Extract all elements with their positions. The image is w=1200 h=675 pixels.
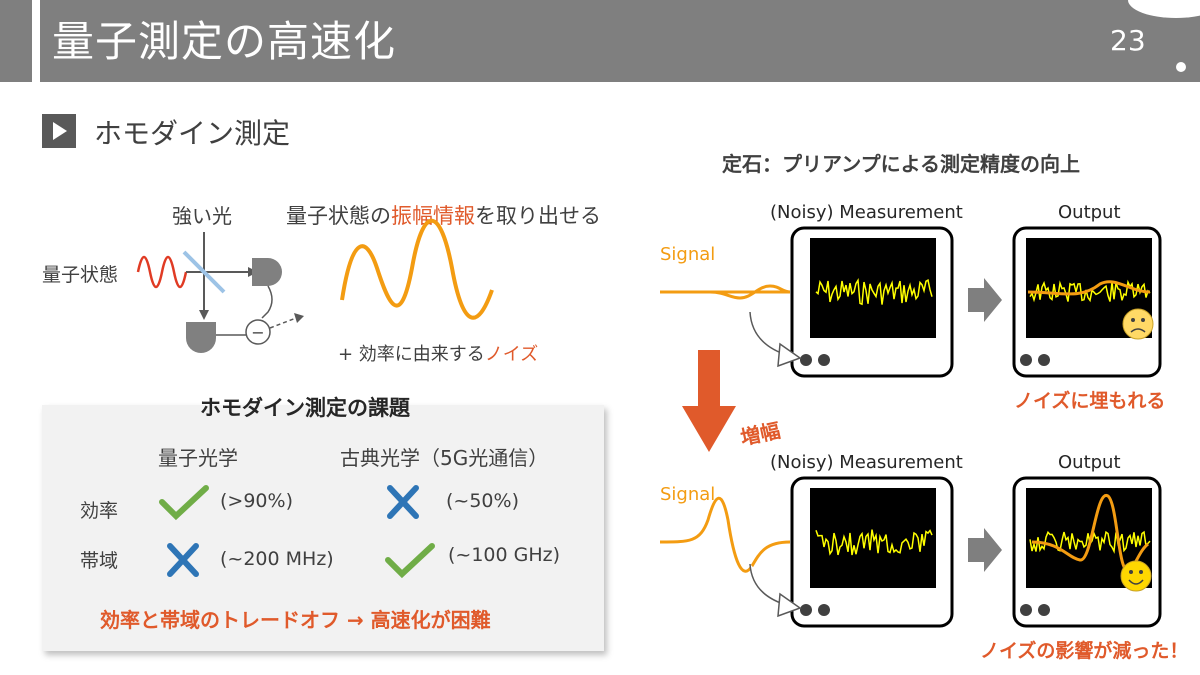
preamp-diagram: [659, 226, 1162, 628]
detector-2: [186, 322, 216, 353]
check-icon: [385, 543, 435, 579]
amplitude-caption: 量子状態の振幅情報を取り出せる: [286, 200, 601, 230]
top-result-text: ノイズに埋もれる: [1014, 390, 1166, 412]
knob-icon: [818, 354, 830, 366]
happy-face-icon: [1120, 560, 1152, 592]
play-icon: [42, 114, 76, 148]
check-icon: [159, 485, 209, 521]
knob-icon: [1038, 354, 1050, 366]
bandwidth-classical-value: (~100 GHz): [448, 544, 561, 566]
challenge-title: ホモダイン測定の課題: [200, 396, 410, 420]
top-output-signal: [1027, 280, 1151, 296]
noise-caption: + 効率に由来するノイズ: [338, 340, 538, 366]
cross-icon: [167, 543, 199, 577]
col-classical-header: 古典光学（5G光通信）: [340, 446, 549, 470]
detector-1: [252, 258, 282, 286]
bottom-process-arrow: [968, 528, 1002, 572]
strong-light-arrowhead: [199, 310, 209, 320]
bottom-measurement-noise: [815, 529, 933, 556]
section-heading: ホモダイン測定: [94, 117, 291, 150]
bottom-measurement-label: (Noisy) Measurement: [770, 452, 963, 473]
homodyne-diagram: −: [136, 219, 494, 353]
amplify-arrow: [682, 350, 736, 452]
wire-1: [261, 285, 273, 319]
top-measurement-noise: [815, 277, 933, 306]
bottom-result-text: ノイズの影響が減った！: [980, 640, 1189, 662]
top-measurement-label: (Noisy) Measurement: [770, 202, 963, 223]
amplitude-caption-accent: 振幅情報: [391, 204, 475, 228]
quantum-state-wave: [136, 255, 188, 289]
subtractor-symbol: −: [251, 323, 264, 342]
knob-icon: [800, 604, 812, 616]
knob-icon: [800, 354, 812, 366]
amplitude-wave: [340, 219, 494, 320]
top-process-arrow: [968, 278, 1002, 322]
knob-icon: [1020, 604, 1032, 616]
title-bar-divider: [32, 0, 40, 82]
amplitude-caption-post: を取り出せる: [475, 204, 601, 228]
efficiency-quantum-value: (>90%): [220, 490, 293, 512]
amplitude-caption-pre: 量子状態の: [286, 204, 391, 228]
output-arrowhead: [294, 313, 304, 323]
subtractor-circle: [245, 319, 271, 345]
efficiency-classical-value: (~50%): [446, 490, 519, 512]
bandwidth-quantum-value: (~200 MHz): [220, 548, 334, 570]
corner-dot: [1174, 60, 1188, 74]
col-quantum-header: 量子光学: [158, 446, 238, 470]
noise-caption-pre: + 効率に由来する: [338, 344, 485, 365]
cross-icon: [387, 485, 419, 519]
title-bar: [0, 0, 1200, 82]
beam-splitter: [182, 250, 226, 294]
row-label-efficiency: 効率: [80, 500, 119, 522]
row-label-bandwidth: 帯域: [80, 550, 119, 572]
bottom-signal-label: Signal: [660, 484, 716, 505]
top-output-label: Output: [1058, 202, 1121, 223]
output-arrow: [269, 317, 297, 329]
page-title: 量子測定の高速化: [52, 17, 397, 66]
challenge-conclusion: 効率と帯域のトレードオフ → 高速化が困難: [100, 608, 491, 632]
quantum-state-label: 量子状態: [42, 264, 119, 286]
challenge-panel: [42, 405, 604, 651]
corner-decoration: [1128, 0, 1200, 18]
slide-number: 23: [1110, 24, 1146, 57]
strong-light-label: 強い光: [172, 204, 232, 228]
bottom-output-label: Output: [1058, 452, 1121, 473]
sad-face-icon: [1122, 308, 1154, 340]
bottom-input-arrowhead: [777, 592, 802, 618]
knob-icon: [818, 604, 830, 616]
bottom-signal-wave: [659, 496, 791, 573]
knob-icon: [1020, 354, 1032, 366]
knob-icon: [1038, 604, 1050, 616]
preamp-title: 定石：プリアンプによる測定精度の向上: [722, 152, 1080, 176]
top-signal-label: Signal: [660, 244, 716, 265]
top-input-arrowhead: [777, 342, 802, 368]
top-measurement-screen: [810, 238, 936, 338]
noise-caption-accent: ノイズ: [484, 344, 539, 365]
challenge-icons: [159, 485, 435, 579]
